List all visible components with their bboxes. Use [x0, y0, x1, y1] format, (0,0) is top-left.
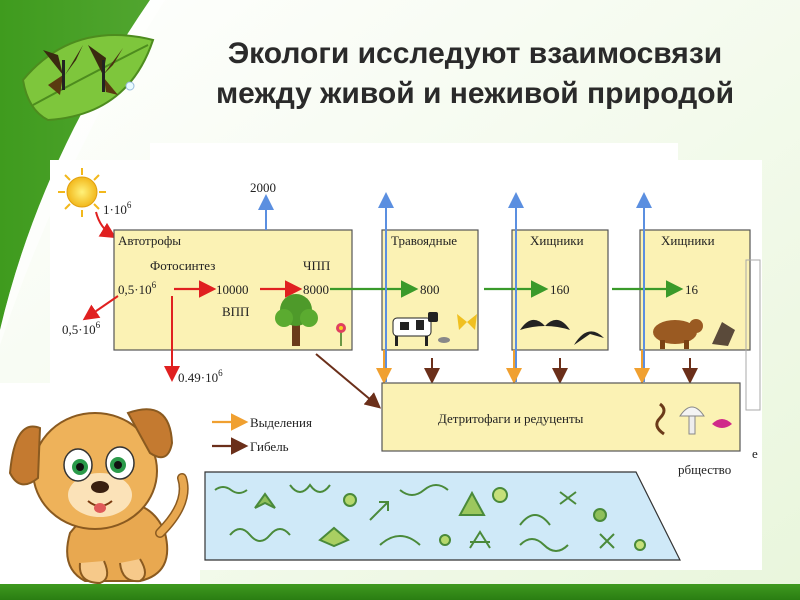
herbivores-value: 800	[420, 282, 440, 297]
predators-1-title: Хищники	[530, 233, 584, 248]
side-text-line-2: рбщество	[678, 462, 731, 477]
bear-icon	[653, 319, 703, 349]
flower-icon	[336, 323, 346, 346]
swallow-icon	[574, 331, 604, 345]
cow-icon	[392, 312, 438, 346]
soil-microorganisms-strip	[204, 471, 681, 561]
bat-icon	[520, 319, 570, 330]
eagle-icon	[712, 322, 735, 346]
diagram-paper-top	[150, 143, 678, 163]
solar-input-label: 1·106	[103, 200, 132, 217]
water-drop-icon	[125, 81, 135, 91]
gpp-label: ВПП	[222, 304, 249, 319]
transmitted-energy-label: 0.49·106	[178, 368, 223, 385]
slide-title-line-1: Экологи исследуют взаимосвязи	[227, 37, 723, 70]
autotrophs-title: Автотрофы	[118, 233, 181, 248]
leaf-butterflies-illustration	[21, 34, 155, 122]
puppy-illustration	[0, 383, 200, 588]
ear-left	[8, 425, 42, 486]
reflected-energy-arrow	[82, 295, 119, 321]
npp-value: 8000	[303, 282, 329, 297]
solar-input-arrow	[95, 211, 117, 239]
decomposers-box	[381, 382, 741, 452]
decomposers-title: Детритофаги и редуценты	[438, 411, 584, 426]
butterfly-icon	[457, 314, 477, 330]
nose	[91, 481, 109, 493]
autotrophs-box	[113, 229, 353, 351]
ear-right	[126, 408, 174, 459]
worm-icon	[655, 402, 666, 436]
autotrophs-death-arrow	[315, 353, 382, 409]
predators-1-value: 160	[550, 282, 570, 297]
reflected-energy-label: 0,5·106	[62, 320, 101, 337]
bottom-bar	[0, 584, 800, 600]
sun-icon	[58, 168, 106, 217]
mushroom-icon	[679, 406, 705, 435]
predators-2-value: 16	[685, 282, 699, 297]
tree-icon	[275, 294, 318, 346]
side-text-line-1: е	[752, 446, 758, 461]
mouse-icon	[438, 337, 450, 343]
slide-title: Экологи исследуют взаимосвязи между живо…	[160, 34, 790, 114]
photosynthesis-label: Фотосинтез	[150, 258, 215, 273]
gpp-value: 10000	[216, 282, 249, 297]
absorbed-energy-label: 0,5·106	[118, 280, 157, 297]
butterfly-icon	[88, 45, 123, 95]
microorganisms-icon	[214, 483, 646, 552]
legend-death-label: Гибель	[250, 439, 289, 454]
legend-excretion-label: Выделения	[250, 415, 312, 430]
butterfly-icon	[43, 45, 83, 95]
npp-label: ЧПП	[303, 258, 330, 273]
slide-title-line-2: между живой и неживой природой	[215, 77, 735, 110]
herbivores-title: Травоядные	[391, 233, 457, 248]
fungi-icon	[712, 419, 732, 428]
predators-2-title: Хищники	[661, 233, 715, 248]
released-heat-value: 2000	[250, 180, 276, 195]
side-frame	[745, 259, 761, 411]
